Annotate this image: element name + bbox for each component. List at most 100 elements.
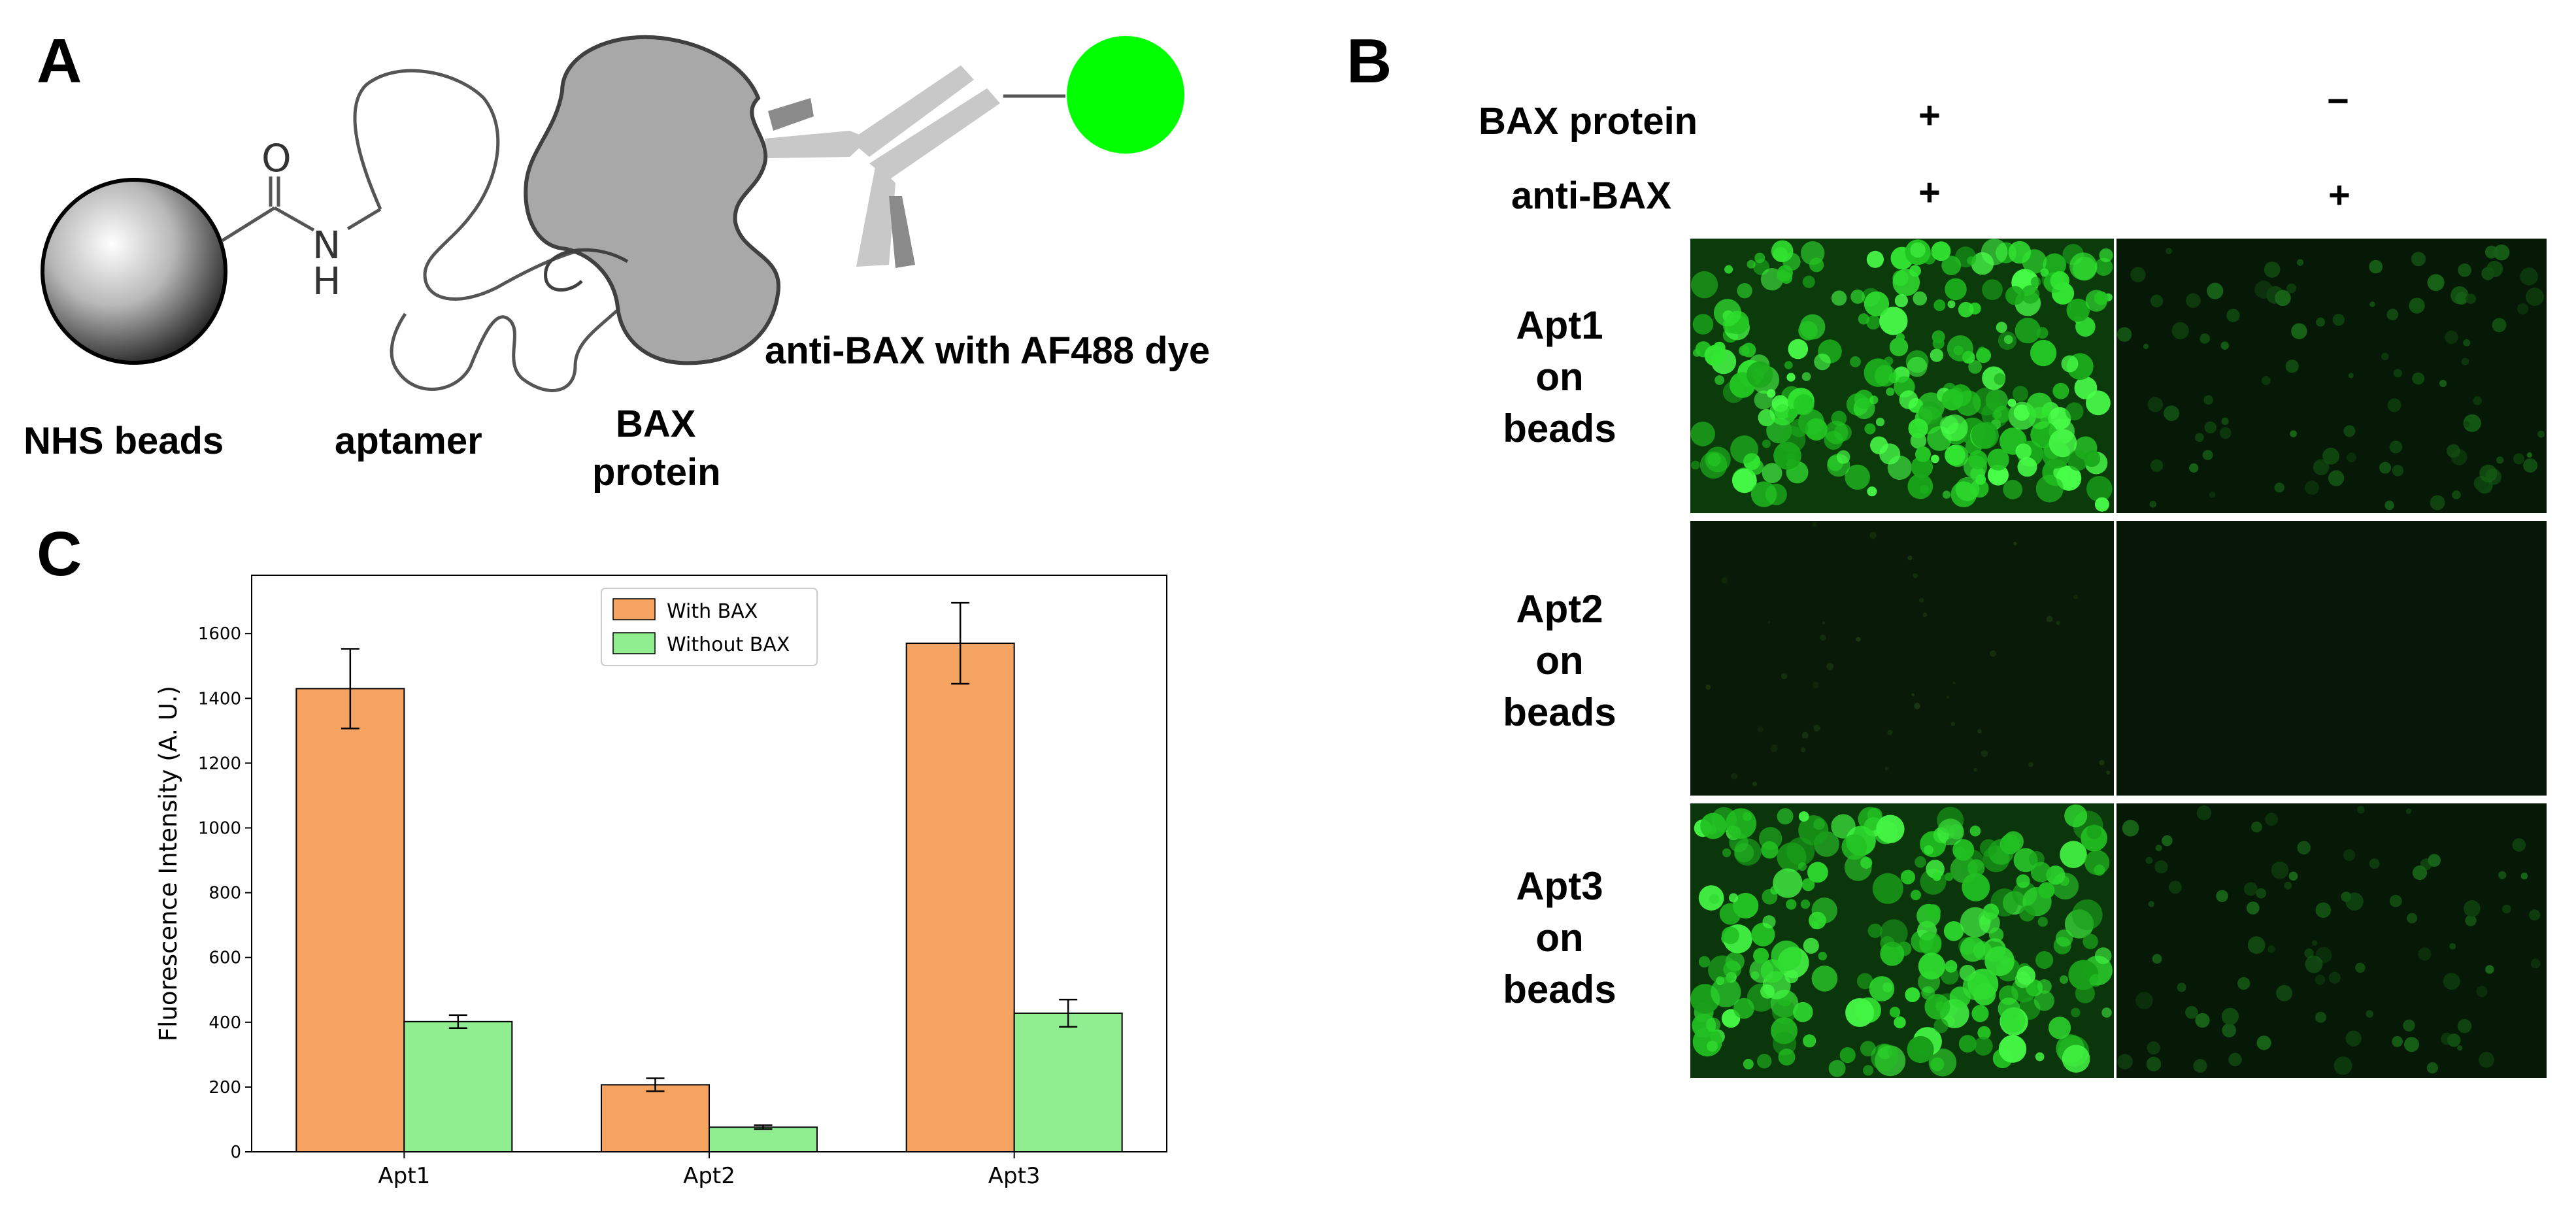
bead-particle [1909,265,1921,277]
bead-particle [1809,258,1824,273]
bead-particle [2284,881,2292,890]
bead-particle [1754,390,1773,410]
bead-particle [2220,341,2230,350]
y-tick-label: 200 [209,1078,241,1098]
bead-particle [1856,637,1861,642]
bead-particle [1937,818,1964,846]
bead-particle [2038,882,2055,899]
bead-particle [2526,288,2544,306]
error-bar [646,1077,665,1092]
bead-particle [1869,395,1879,405]
bead-particle [2099,248,2113,263]
bead-particle [2407,913,2417,924]
bead-particle [1924,994,1950,1020]
bead-particle [2145,856,2153,864]
bead-particle [1767,620,1771,624]
bead-particle [2209,491,2216,498]
bead-particle [1839,1047,1856,1064]
bead-particle [1870,436,1888,454]
amide-h-label: H [312,259,341,303]
bead-particle [1743,1058,1754,1069]
bead-particle [1945,872,1954,881]
bead-particle [2387,398,2401,412]
bead-particle [1715,375,1724,385]
bead-particle [1858,313,1869,325]
bead-particle [2478,1052,2495,1068]
bead-particle [2146,1056,2162,1071]
bead-particle [1798,320,1818,341]
bead-particle [2066,298,2090,322]
bead-particle [1864,291,1890,316]
chart-legend: With BAX Without BAX [601,588,818,666]
micrograph-apt3-without-bax [2116,803,2547,1078]
bead-particle [1786,373,1796,382]
bead-particle [1713,299,1741,327]
bead-particle [1969,825,1981,837]
bead-particle [2275,290,2291,307]
bead-particle [2028,407,2051,429]
bead-particle [1907,356,1928,377]
bax-protein-label-line1: BAX [616,403,696,445]
bead-particle [1836,450,1850,464]
bead-particle [2013,404,2030,421]
bead-particle [2322,447,2339,465]
fluorescence-micrograph-grid [1690,239,2547,1082]
bead-particle [2311,940,2318,946]
bead-particle [2445,330,2458,345]
bead-particle [2086,390,2111,416]
legend-label-without-bax: Without BAX [667,633,790,656]
x-tick-label: Apt3 [988,1163,1041,1189]
bead-particle [1732,468,1757,494]
bead-particle [2343,425,2356,437]
bead-particle [2315,975,2326,985]
bead-particle [1987,448,2009,471]
bead-particle [1752,781,1758,786]
col2-bax-sign: − [2327,80,2349,122]
bead-particle [1899,390,1918,409]
micrograph-apt1-without-bax [2116,239,2547,513]
bead-particle [1918,401,1942,425]
bar-apt1-0 [295,688,405,1153]
bead-particle [1831,290,1847,306]
bead-particle [1721,577,1728,584]
bead-particle [1775,404,1790,420]
bead-particle [2037,979,2052,994]
bead-particle [2463,414,2481,432]
bead-particle [1962,873,1990,901]
bead-particle [2457,1045,2463,1051]
bead-particle [1968,360,1982,374]
bead-particle [1887,455,1912,480]
bead-particle [2502,904,2511,914]
bead-particle [2154,860,2168,874]
bax-protein-row-header: BAX protein [1479,100,1698,143]
bead-particle [1950,722,1956,726]
legend-label-with-bax: With BAX [667,600,758,623]
bead-particle [1781,272,1793,284]
bead-particle [1737,283,1752,299]
bead-particle [2458,263,2471,277]
bead-particle [1918,597,1924,603]
bead-particle [1753,947,1769,964]
bead-particle [1845,998,1875,1027]
y-tick-label: 1600 [198,624,241,644]
bead-particle [2040,268,2049,277]
bead-particle [2333,1056,2352,1075]
bead-particle [1778,1049,1796,1066]
bead-particle [1911,456,1933,479]
bead-particle [1981,239,2008,265]
bead-particle [2345,892,2364,911]
bead-particle [1889,1007,1901,1018]
bead-particle [1945,960,1958,973]
bead-particle [1915,856,1926,868]
bead-particle [1880,941,1905,966]
bead-particle [1811,921,1819,930]
y-tick-label: 400 [209,1013,241,1033]
bead-particle [2015,443,2032,460]
bead-particle [2246,901,2260,915]
bead-particle [1863,1065,1874,1076]
bead-particle [2251,821,2262,833]
bead-particle [1706,1017,1721,1032]
y-tick-label: 600 [209,949,241,968]
bead-particle [2381,352,2389,361]
bead-particle [2290,430,2297,437]
